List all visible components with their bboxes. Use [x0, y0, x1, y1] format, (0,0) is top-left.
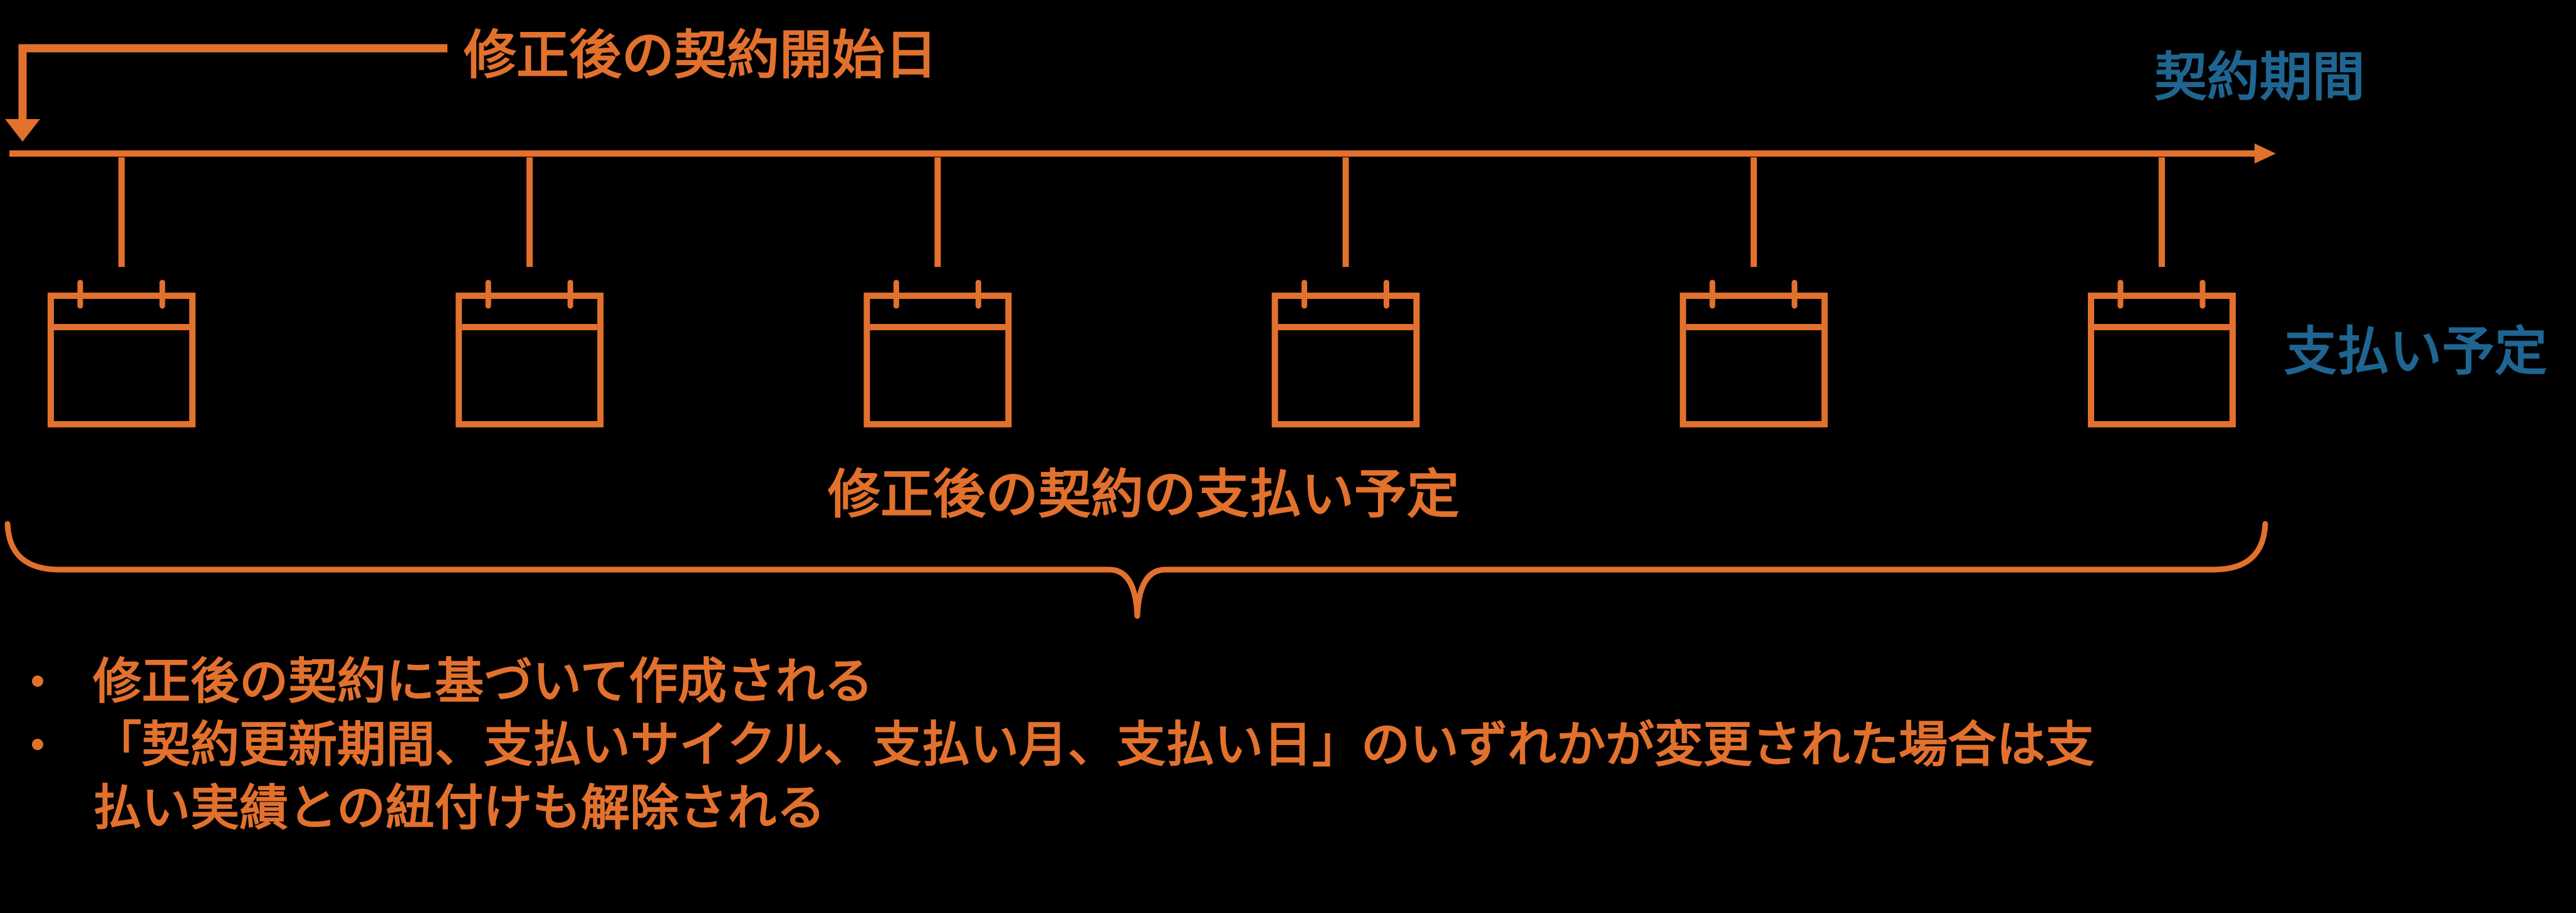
contract-period-label: 契約期間	[2154, 48, 2365, 107]
payment-markers	[48, 157, 2236, 427]
bullet-text: 修正後の契約に基づいて作成される	[93, 650, 873, 713]
contract-start-label: 修正後の契約開始日	[464, 26, 938, 85]
notes-list: 修正後の契約に基づいて作成される「契約更新期間、支払いサイクル、支払い月、支払い…	[32, 650, 2094, 840]
payment-marker	[456, 157, 604, 427]
start-date-arrowhead-icon	[5, 119, 40, 142]
bullet-text-line: 「契約更新期間、支払いサイクル、支払い月、支払い日」のいずれかが変更された場合は…	[93, 717, 2095, 772]
payment-marker	[863, 157, 1012, 427]
calendar-icon	[48, 293, 196, 427]
bullet-text: 「契約更新期間、支払いサイクル、支払い月、支払い日」のいずれかが変更された場合は…	[93, 713, 2094, 840]
calendar-icon	[1271, 293, 1420, 427]
calendar-icon	[863, 293, 1012, 427]
bullet-marker-icon	[32, 676, 43, 687]
underbrace	[4, 521, 2268, 619]
calendar-icon	[1679, 293, 1828, 427]
bullet-item: 「契約更新期間、支払いサイクル、支払い月、支払い日」のいずれかが変更された場合は…	[32, 713, 2094, 840]
bullet-item: 修正後の契約に基づいて作成される	[32, 650, 2094, 713]
payment-marker	[2088, 157, 2236, 427]
amended-schedule-label: 修正後の契約の支払い予定	[827, 465, 1460, 524]
payment-marker	[1679, 157, 1828, 427]
payment-marker	[48, 157, 196, 427]
bullet-text-line: 修正後の契約に基づいて作成される	[93, 654, 873, 709]
payment-marker	[1271, 157, 1420, 427]
bullet-marker-icon	[32, 739, 43, 750]
bullet-text-line: 払い実績との紐付けも解除される	[93, 780, 826, 835]
calendar-icon	[456, 293, 604, 427]
start-date-connector	[18, 44, 447, 120]
timeline-arrowhead-icon	[2255, 143, 2276, 164]
calendar-icon	[2088, 293, 2236, 427]
payment-schedule-label: 支払い予定	[2284, 322, 2548, 381]
